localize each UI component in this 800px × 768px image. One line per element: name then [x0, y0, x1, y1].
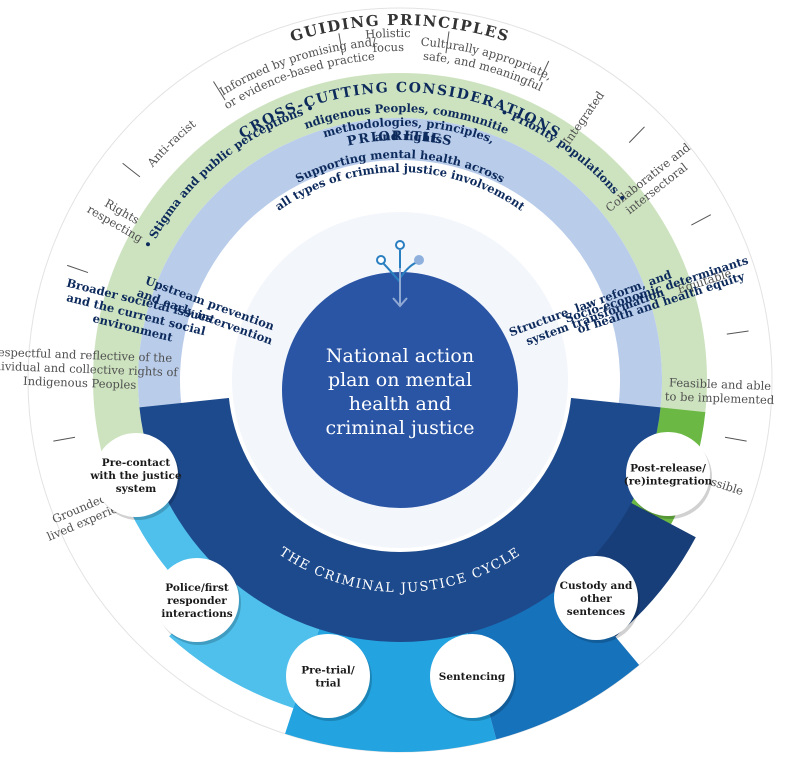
cycle-stage-label: (re)integration [624, 476, 713, 488]
guiding-principle-2: Respectful and reflective of theindividu… [0, 345, 179, 392]
cycle-stage-label: Pre-trial/ [301, 665, 355, 677]
cycle-stage-6: Post-release/(re)integration [624, 432, 713, 519]
cycle-stage-3: Pre-trial/trial [286, 634, 372, 721]
cycle-stage-badge [626, 432, 710, 516]
cycle-stage-badge [286, 634, 370, 718]
principle-separator [213, 81, 226, 101]
cross-cutting-3: and rights [374, 129, 443, 147]
inner-ring-edge [228, 208, 572, 552]
cycle-stage-label: with the justice [89, 470, 182, 482]
cycle-stage-label: Pre-contact [102, 457, 171, 469]
cycle-stage-4: Sentencing [430, 634, 516, 721]
center-title-line: National action [326, 345, 474, 367]
principle-separator [726, 330, 749, 335]
center-title-line: plan on mental [328, 369, 472, 391]
cycle-stage-label: other [580, 593, 612, 605]
cycle-band [139, 397, 661, 643]
guiding-principle-11-line: Feasible and able [669, 375, 772, 393]
down-arrow-icon [392, 268, 408, 308]
growth-icon [376, 240, 424, 305]
principle-separator [445, 31, 450, 54]
center-circle [282, 272, 518, 508]
cycle-stage-label: Custody and [560, 580, 633, 592]
cycle-stage-label: Police/first [165, 582, 229, 594]
guiding-principle-6: Holistic [365, 26, 411, 42]
cycle-stage-label: system [116, 483, 157, 495]
principle-separator [122, 162, 141, 178]
cycle-stage-badge [94, 433, 178, 517]
principle-separator [628, 126, 645, 143]
cycle-stage-badge [554, 556, 638, 640]
cycle-stage-label: interactions [161, 608, 232, 620]
guiding-principle-2-line: individual and collective rights of [0, 358, 179, 379]
cycle-stage-label: Sentencing [439, 671, 506, 683]
principle-separator [338, 33, 344, 56]
principle-separator [67, 264, 89, 274]
guiding-principle-2-line: Indigenous Peoples [23, 374, 137, 392]
principle-separator [691, 214, 712, 226]
guiding-principle-11-line: to be implemented [665, 389, 775, 407]
principle-separator [539, 60, 550, 82]
center-title-line: health and [349, 393, 452, 415]
priorities-heading: PRIORITIES [346, 129, 455, 150]
guiding-principle-6: focus [372, 40, 404, 55]
principle-separator [724, 436, 747, 442]
cycle-stage-label: Post-release/ [630, 463, 706, 475]
cycle-stage-label: responder [167, 595, 227, 607]
center-title-line: criminal justice [325, 417, 474, 439]
cycle-stage-label: trial [315, 678, 340, 690]
cycle-stage-label: sentences [567, 606, 625, 618]
principle-separator [53, 436, 76, 442]
guiding-principle-2-line: Respectful and reflective of the [0, 345, 173, 365]
cycle-stage-badge [430, 634, 514, 718]
cycle-stage-badge [155, 558, 239, 642]
